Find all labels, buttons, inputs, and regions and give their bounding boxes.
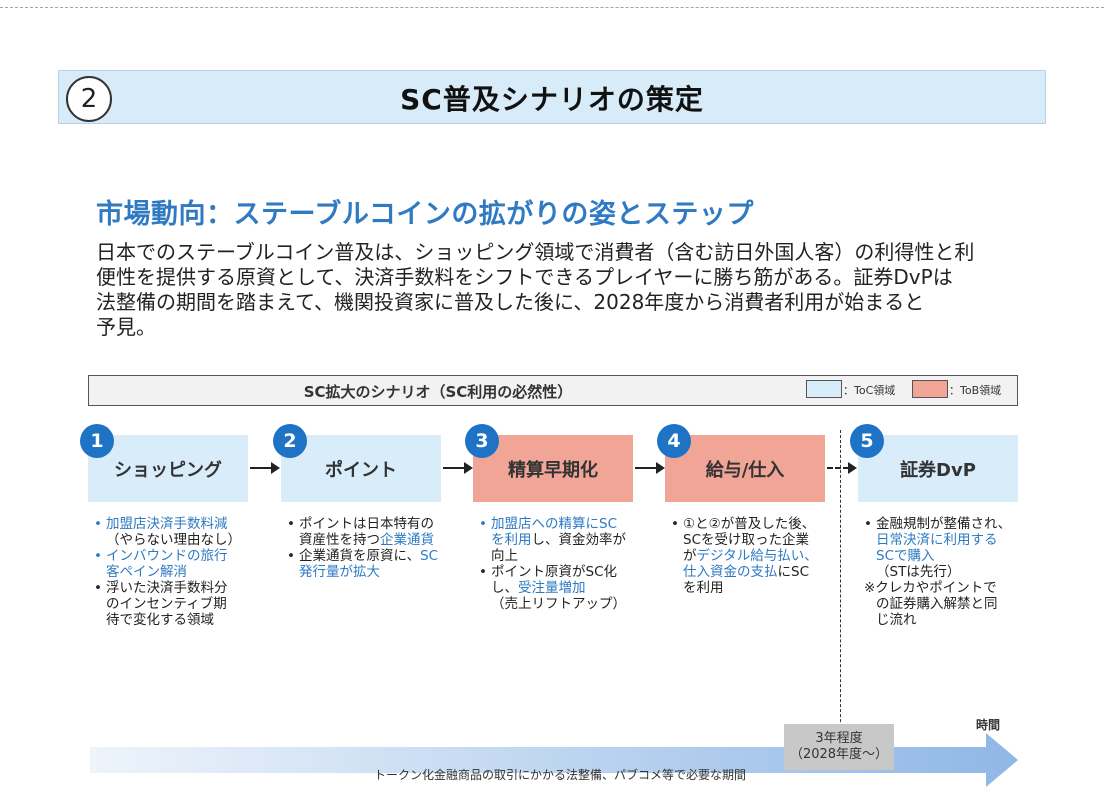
- page-title: SC普及シナリオの策定: [400, 83, 704, 116]
- scenario-title: SC拡大のシナリオ（SC利用の必然性）: [303, 383, 573, 401]
- step4-bullets: • ①と②が普及した後、 SCを受け取った企業 がデジタル給与払い、 仕入資金の…: [671, 516, 836, 596]
- body-paragraph: 日本でのステーブルコイン普及は、ショッピング領域で消費者（含む訪日外国人客）の利…: [96, 240, 1016, 340]
- body-line: 便性を提供する原資として、決済手数料をシフトできるプレイヤーに勝ち筋がある。証券…: [96, 265, 953, 289]
- section-number-badge: 2: [66, 76, 112, 122]
- step-box-shopping: ショッピング: [88, 435, 248, 502]
- arrow-right-icon: [848, 462, 857, 474]
- body-line: 予見。: [96, 315, 156, 339]
- step-number-2: 2: [273, 424, 307, 458]
- timeline-arrow-icon: [90, 733, 1018, 787]
- scenario-header-bar: [88, 375, 1018, 406]
- step-box-point: ポイント: [281, 435, 441, 502]
- milestone-dashed-line: [840, 430, 841, 742]
- top-dashed-divider: [0, 7, 1104, 8]
- dashed-arrow-line: [827, 467, 849, 469]
- milestone-badge-line: 3年程度: [815, 731, 863, 746]
- legend-toc-swatch: [806, 380, 842, 398]
- legend-toc-label: ：ToC領域: [843, 384, 896, 397]
- list-item: • ①と②が普及した後、 SCを受け取った企業 がデジタル給与払い、 仕入資金の…: [671, 516, 818, 596]
- step-number-4: 4: [657, 424, 691, 458]
- step-box-settlement: 精算早期化: [473, 435, 633, 502]
- legend-tob-label: ：ToB領域: [949, 384, 1002, 397]
- arrow-line: [635, 467, 657, 469]
- step1-bullets: • 加盟店決済手数料減（やらない理由なし） • インバウンドの旅行客ペイン解消 …: [94, 516, 264, 628]
- step-number-5: 5: [850, 424, 884, 458]
- arrow-right-icon: [271, 462, 280, 474]
- body-line: 日本でのステーブルコイン普及は、ショッピング領域で消費者（含む訪日外国人客）の利…: [96, 240, 975, 264]
- milestone-badge: 3年程度 （2028年度～）: [784, 724, 894, 770]
- arrow-right-icon: [464, 462, 473, 474]
- section-title: 市場動向：ステーブルコインの拡がりの姿とステップ: [96, 199, 754, 230]
- step-box-payroll: 給与/仕入: [665, 435, 825, 502]
- arrow-line: [250, 467, 272, 469]
- step-box-securities-dvp: 証券DvP: [858, 435, 1018, 502]
- body-line: 法整備の期間を踏まえて、機関投資家に普及した後に、2028年度から消費者利用が始…: [96, 290, 925, 314]
- arrow-line: [443, 467, 465, 469]
- list-item: • 加盟店決済手数料減（やらない理由なし）: [94, 516, 241, 548]
- list-item: • 浮いた決済手数料分のインセンティブ期待で変化する領域: [94, 580, 228, 628]
- list-item: • インバウンドの旅行客ペイン解消: [94, 548, 228, 580]
- list-item: ※クレカやポイントで の証券購入解禁と同 じ流れ: [864, 580, 998, 628]
- list-item: • ポイント原資がSC化し、受注量増加（売上リフトアップ）: [479, 564, 626, 612]
- time-axis-label: 時間: [976, 718, 1001, 732]
- milestone-badge-line: （2028年度～）: [789, 747, 889, 762]
- list-item: • 金融規制が整備され、 日常決済に利用する SCで購入 （STは先行）: [864, 516, 1012, 580]
- arrow-right-icon: [656, 462, 665, 474]
- header-band: [58, 70, 1046, 124]
- step-number-1: 1: [80, 424, 114, 458]
- step5-bullets: • 金融規制が整備され、 日常決済に利用する SCで購入 （STは先行） ※クレ…: [864, 516, 1034, 628]
- legend-tob-swatch: [912, 380, 948, 398]
- timeline-label: トークン化金融商品の取引にかかる法整備、パブコメ等で必要な期間: [373, 768, 746, 782]
- list-item: • ポイントは日本特有の資産性を持つ企業通貨: [287, 516, 434, 548]
- step-number-3: 3: [465, 424, 499, 458]
